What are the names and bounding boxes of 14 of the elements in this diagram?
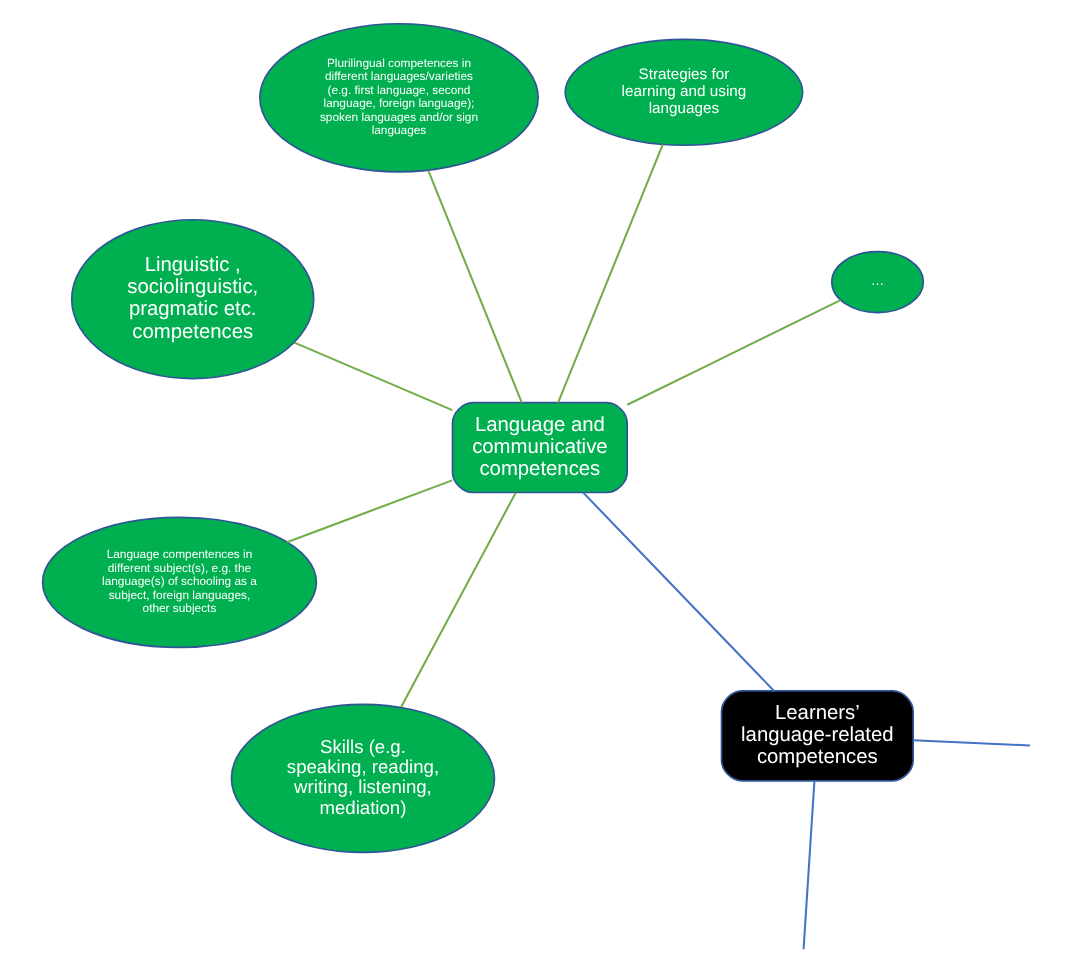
node-box: Language and communicative competences <box>450 401 628 494</box>
connector <box>912 739 1029 747</box>
connector <box>399 492 516 708</box>
connector <box>426 170 522 403</box>
connector <box>285 479 452 544</box>
node-ellipse: Linguistic , sociolinguistic, pragmatic etc. competences <box>69 218 314 380</box>
connector <box>801 781 815 950</box>
connector <box>625 299 840 406</box>
connector <box>581 491 774 692</box>
node-ellipse: Skills (e.g. speaking, reading, writing, listening, mediation) <box>229 703 495 854</box>
node-box: Learners’ language-related competences <box>719 690 913 782</box>
connector <box>556 144 663 403</box>
node-ellipse: Strategies for learning and using languages <box>563 38 803 147</box>
connector <box>293 341 452 412</box>
